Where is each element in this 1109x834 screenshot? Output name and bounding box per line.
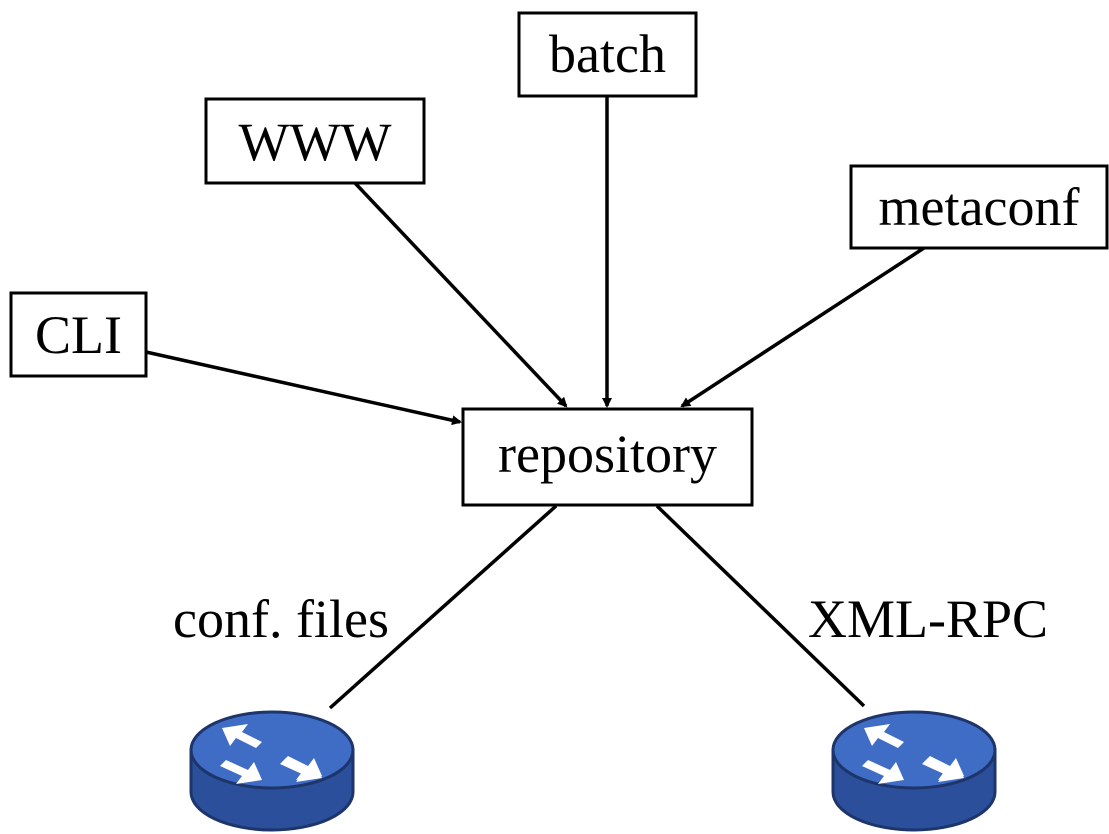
edge-repository-to-left-router xyxy=(328,504,558,710)
node-batch-label: batch xyxy=(549,24,666,84)
node-cli: CLI xyxy=(9,291,148,378)
edge-cli-to-repository xyxy=(145,350,462,426)
node-metaconf-label: metaconf xyxy=(879,177,1080,237)
edge-www-to-repository xyxy=(353,181,568,408)
edge-metaconf-to-repository xyxy=(680,246,925,408)
link-label-xml-rpc: XML-RPC xyxy=(808,589,1048,649)
edge-repository-to-right-router xyxy=(655,504,866,708)
node-metaconf: metaconf xyxy=(849,164,1109,250)
node-repository-label: repository xyxy=(498,424,717,484)
node-www-label: WWW xyxy=(239,112,392,172)
router-icon xyxy=(189,710,355,832)
node-cli-label: CLI xyxy=(35,305,122,365)
node-www: WWW xyxy=(204,97,426,185)
node-repository: repository xyxy=(461,407,754,507)
link-label-conf-files: conf. files xyxy=(173,589,389,649)
router-icon xyxy=(831,710,997,832)
node-batch: batch xyxy=(517,11,698,98)
